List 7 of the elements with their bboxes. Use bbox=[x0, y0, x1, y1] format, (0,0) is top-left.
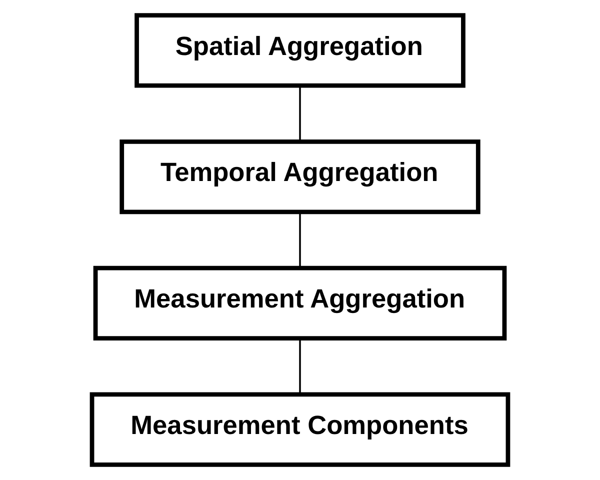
connector bbox=[299, 212, 301, 268]
connector bbox=[299, 86, 301, 142]
node-box: Measurement Components bbox=[90, 392, 510, 467]
connector bbox=[299, 338, 301, 394]
node-box: Measurement Aggregation bbox=[93, 266, 507, 340]
node-box: Spatial Aggregation bbox=[134, 13, 466, 88]
node-box: Temporal Aggregation bbox=[120, 140, 480, 214]
